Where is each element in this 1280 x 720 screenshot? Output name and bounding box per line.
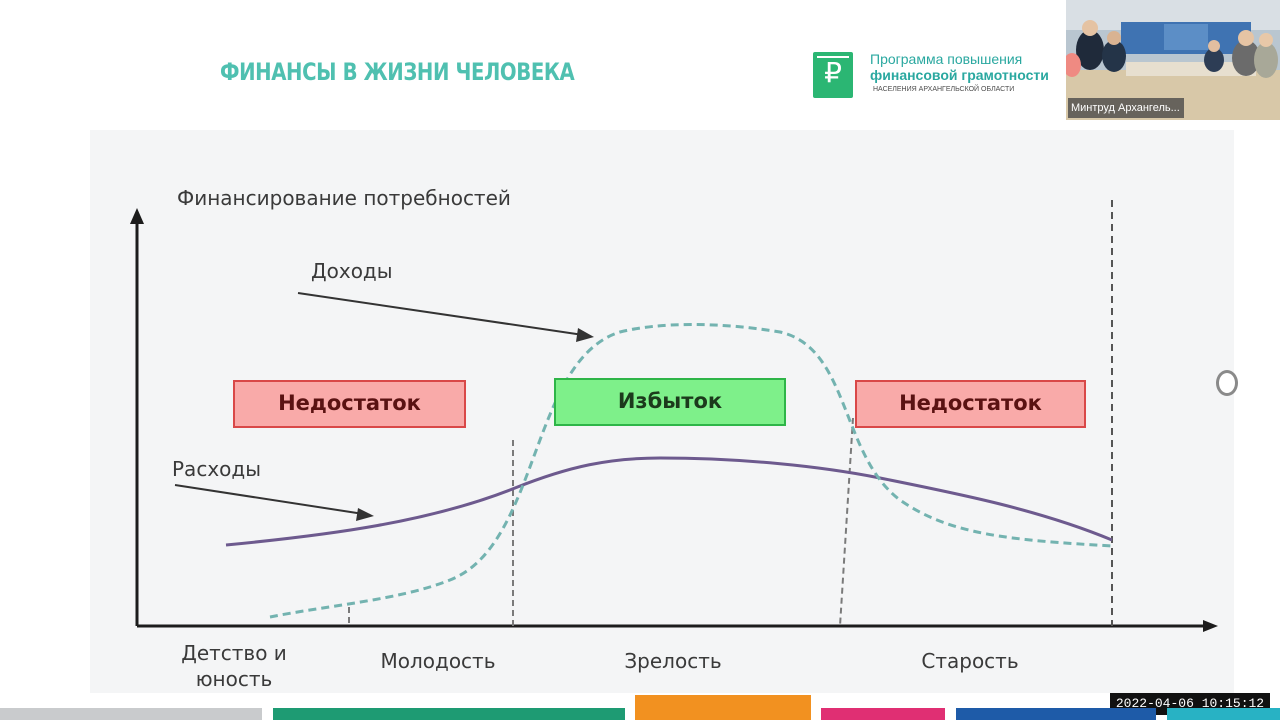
x-tick-old-age: Старость bbox=[921, 649, 1019, 673]
x-tick-maturity: Зрелость bbox=[624, 649, 722, 673]
footer-stripe-pink bbox=[821, 708, 945, 720]
y-axis-label: Финансирование потребностей bbox=[177, 186, 511, 210]
ruble-logo-glyph: ₽ bbox=[824, 56, 842, 89]
slide-nav-control[interactable] bbox=[1216, 370, 1238, 396]
y-axis-arrow bbox=[130, 208, 144, 224]
participant-video-tile[interactable]: Минтруд Архангель... bbox=[1066, 0, 1280, 120]
deficit-zone-youth: Недостаток bbox=[233, 380, 466, 428]
surplus-zone-maturity: Избыток bbox=[554, 378, 786, 426]
logo-text-line2: финансовой грамотности bbox=[870, 67, 1049, 83]
program-logo: ₽ Программа повышения финансовой грамотн… bbox=[813, 50, 1073, 102]
expenses-pointer-arrowhead bbox=[356, 508, 374, 521]
footer-stripe-orange bbox=[635, 695, 811, 720]
logo-text-line3: НАСЕЛЕНИЯ АРХАНГЕЛЬСКОЙ ОБЛАСТИ bbox=[873, 86, 1015, 93]
footer-stripe-blue bbox=[956, 708, 1156, 720]
income-series-label: Доходы bbox=[311, 259, 393, 283]
slide-title: ФИНАНСЫ В ЖИЗНИ ЧЕЛОВЕКА bbox=[220, 58, 575, 86]
income-pointer-line bbox=[297, 292, 591, 337]
x-axis-arrow bbox=[1203, 620, 1218, 632]
expenses-curve bbox=[225, 456, 1113, 547]
footer-stripe-green bbox=[273, 708, 625, 720]
x-tick-childhood: Детство и юность bbox=[181, 641, 287, 691]
deficit-zone-old-age: Недостаток bbox=[855, 380, 1086, 428]
footer-stripe-teal bbox=[1167, 708, 1280, 720]
expenses-series-label: Расходы bbox=[172, 457, 262, 481]
x-tick-youth: Молодость bbox=[380, 649, 496, 673]
participant-name-label: Минтруд Архангель... bbox=[1068, 98, 1184, 118]
logo-text-line1: Программа повышения bbox=[870, 51, 1023, 67]
expenses-pointer-line bbox=[174, 484, 371, 516]
divider-line-3 bbox=[839, 417, 854, 627]
income-pointer-arrowhead bbox=[576, 328, 594, 342]
ruble-logo-icon bbox=[813, 52, 853, 98]
income-curve bbox=[269, 323, 1113, 619]
footer-stripe-gray bbox=[0, 708, 262, 720]
